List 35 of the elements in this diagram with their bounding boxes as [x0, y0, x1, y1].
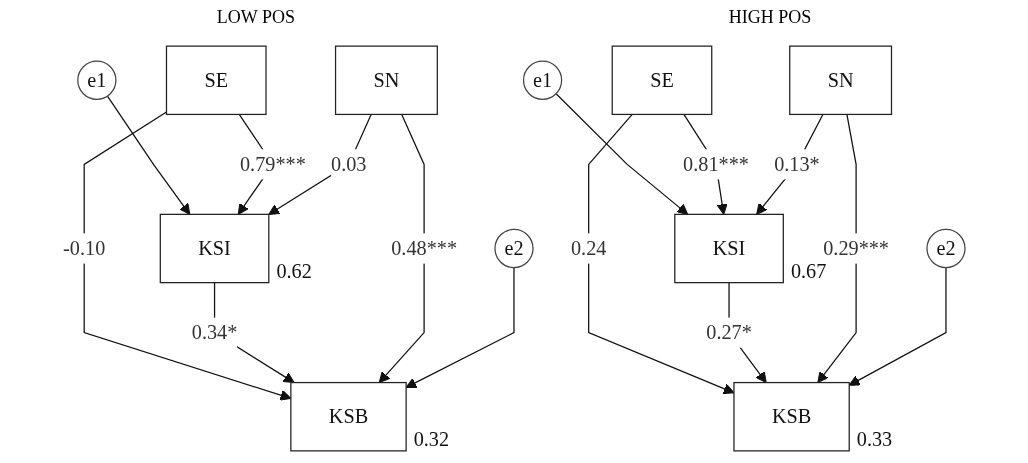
arrow — [817, 113, 857, 384]
node-box: KSB — [290, 381, 407, 452]
edge-label: -0.10 — [63, 237, 106, 259]
node-box: SE — [165, 45, 267, 116]
variance-value: 0.33 — [856, 427, 893, 450]
edge-label: 0.34* — [191, 321, 238, 343]
edge-label: 0.29*** — [823, 237, 889, 259]
node-box: SN — [789, 45, 893, 116]
node-box: SN — [334, 45, 438, 116]
panel-title: LOW POS — [216, 6, 295, 28]
arrow — [378, 113, 425, 384]
edge-label: 0.79*** — [239, 153, 306, 175]
node-box: KSI — [674, 213, 784, 284]
edge-label: 0.03 — [330, 153, 367, 175]
panel-title: HIGH POS — [728, 6, 812, 28]
arrow — [848, 266, 947, 386]
arrow — [756, 113, 824, 215]
arrow — [268, 113, 372, 215]
edge-label: 0.27* — [706, 321, 752, 343]
node-box: SE — [611, 45, 713, 116]
edge-label: 0.24 — [570, 237, 607, 259]
node-box: KSB — [733, 381, 850, 452]
variance-value: 0.62 — [276, 259, 312, 282]
variance-value: 0.32 — [413, 427, 450, 450]
arrow — [106, 95, 191, 215]
node-circle: e1 — [77, 60, 117, 100]
node-circle: e2 — [926, 228, 966, 269]
edge-label: 0.81*** — [683, 153, 749, 175]
node-box: KSI — [159, 213, 270, 284]
variance-value: 0.67 — [790, 259, 827, 282]
node-circle: e1 — [522, 60, 563, 100]
arrow — [555, 93, 689, 215]
edge-label: 0.48*** — [391, 237, 457, 259]
node-circle: e2 — [494, 228, 534, 269]
edge-label: 0.13* — [774, 153, 820, 175]
